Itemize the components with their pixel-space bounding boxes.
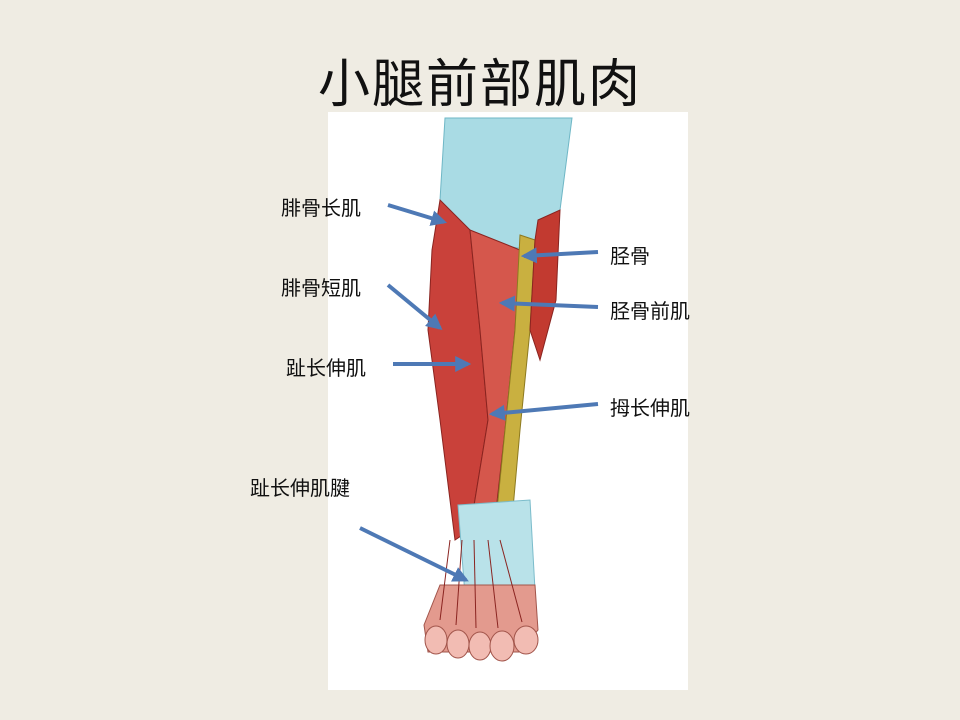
toe-5: [513, 625, 539, 655]
medial-muscle: [529, 209, 561, 362]
ankle-retinaculum: [457, 499, 536, 596]
label-ext-digitorum-longus: 趾长伸肌: [286, 356, 366, 380]
label-ext-hallucis-longus: 拇长伸肌: [610, 396, 690, 420]
label-tibialis-anterior: 胫骨前肌: [610, 299, 690, 323]
label-peroneus-brevis: 腓骨短肌: [281, 276, 361, 300]
label-ext-digitorum-tendon: 趾长伸肌腱: [250, 476, 350, 500]
toe-2: [446, 629, 470, 659]
toe-4: [489, 630, 515, 662]
slide-title: 小腿前部肌肉: [317, 55, 642, 115]
toe-1: [424, 625, 448, 655]
label-peroneus-longus: 腓骨长肌: [281, 196, 361, 220]
label-tibia: 胫骨: [610, 244, 650, 268]
toe-3: [468, 631, 492, 661]
